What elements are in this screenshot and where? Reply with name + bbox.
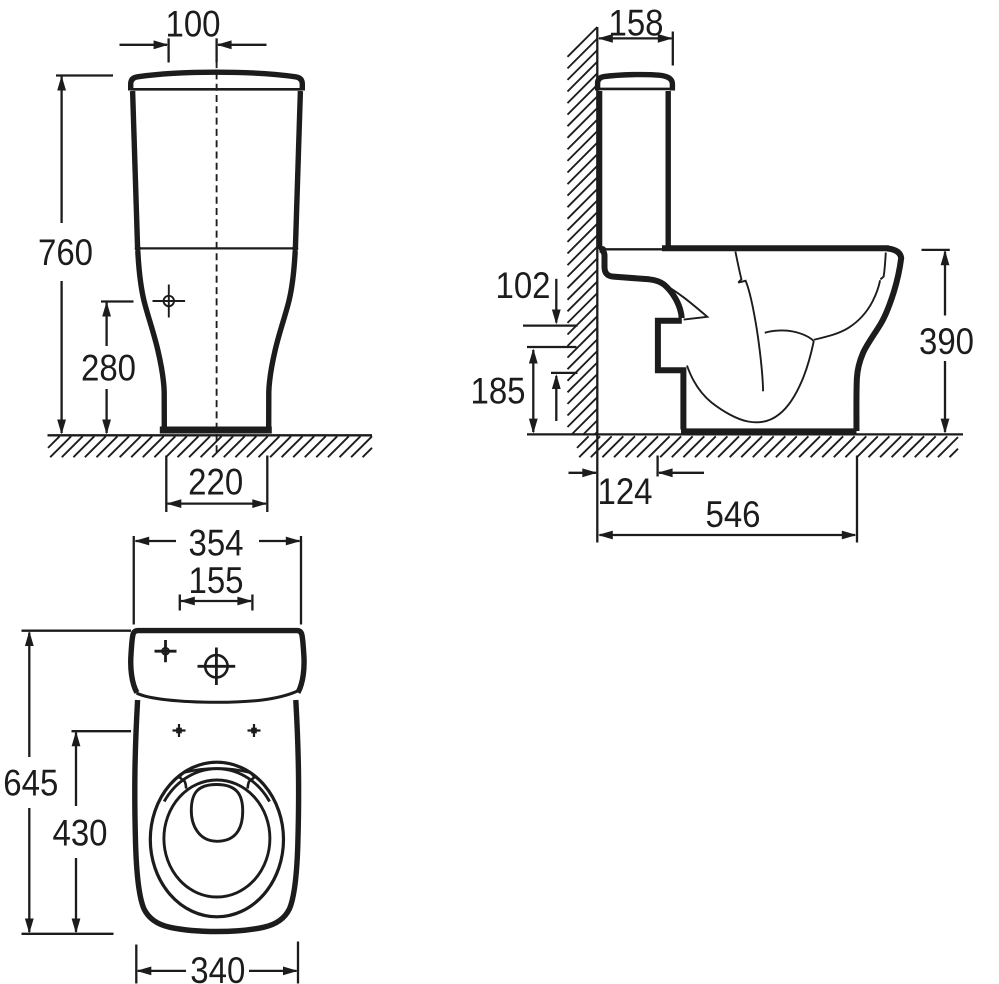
svg-text:124: 124 [597,471,652,512]
svg-text:100: 100 [165,4,220,45]
svg-text:280: 280 [81,348,136,389]
svg-text:430: 430 [52,813,107,854]
svg-text:102: 102 [495,265,550,306]
svg-text:760: 760 [38,232,93,273]
svg-text:220: 220 [188,462,243,503]
svg-text:354: 354 [188,523,243,564]
svg-text:185: 185 [470,371,525,412]
svg-text:158: 158 [608,3,663,44]
svg-text:645: 645 [3,763,58,804]
svg-text:390: 390 [919,321,974,362]
svg-text:155: 155 [188,560,243,601]
svg-text:546: 546 [705,494,760,535]
svg-text:340: 340 [190,950,245,984]
